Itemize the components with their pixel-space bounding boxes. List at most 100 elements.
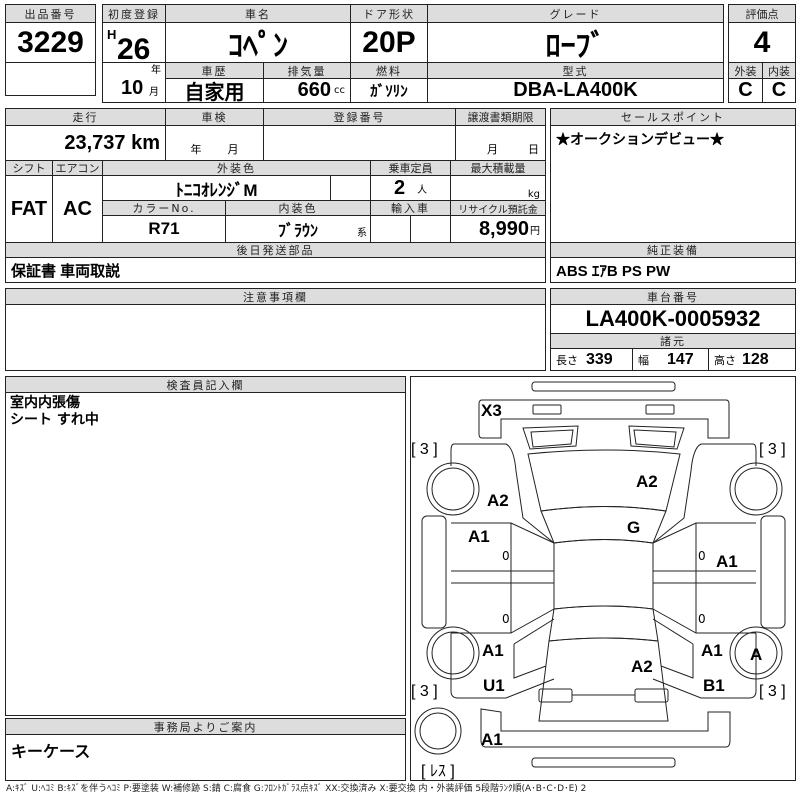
plate-label: 登録番号 — [263, 108, 456, 126]
history: 自家用 — [165, 78, 264, 103]
int-color-suffix: 系 — [357, 228, 367, 239]
inspector-line: 室内内張傷 — [10, 395, 80, 411]
damage-mark: A2 — [631, 657, 653, 676]
ext-color: ﾄﾆｺｵﾚﾝｼﾞM — [102, 175, 331, 201]
inspector-line: シート すれ中 — [10, 412, 99, 428]
car-name-label: 車名 — [165, 4, 351, 23]
ac-label: エアコン — [52, 160, 103, 176]
reg-year: 26 — [117, 33, 151, 66]
damage-mark: A1 — [468, 527, 490, 546]
interior-label: 内装 — [762, 62, 796, 79]
int-color-label: 内装色 — [225, 200, 371, 216]
sales-point-label: セールスポイント — [550, 108, 796, 126]
inspection-cell: 年月 — [165, 125, 264, 161]
first-reg-cell: H 26 年 10 月 — [102, 22, 166, 103]
car-name: ｺﾍﾟﾝ — [165, 22, 351, 63]
tire-tread: [ 3 ] — [411, 683, 438, 700]
color-no-label: カラーNo. — [102, 200, 226, 216]
fuel: ｶﾞｿﾘﾝ — [350, 78, 428, 103]
import-label: 輸入車 — [370, 200, 451, 216]
tire-tread: [ 3 ] — [759, 683, 786, 700]
month-unit: 月 — [149, 87, 159, 98]
office-label: 事務局よりご案内 — [5, 718, 406, 735]
length-label: 長さ — [556, 353, 578, 367]
inspector-label: 検査員記入欄 — [5, 376, 406, 393]
grade: ﾛｰﾌﾞ — [427, 22, 724, 63]
car-damage-diagram: X3 A2 A2 G A1 A1 A1 U1 A1 B1 A A2 A1 [ 3… — [410, 376, 796, 781]
grade-label: グレード — [427, 4, 724, 23]
day-unit: 日 — [528, 143, 539, 156]
mileage-label: 走行 — [5, 108, 166, 126]
exterior-grade: C — [728, 78, 763, 103]
damage-mark: A1 — [481, 730, 503, 749]
capacity-unit: 人 — [417, 184, 428, 196]
lot-blank — [5, 62, 96, 96]
ext-color-blank — [330, 175, 371, 201]
length-cell: 長さ 339 — [550, 348, 633, 371]
capacity: 2 — [393, 176, 406, 199]
recycle-label: リサイクル預託金 — [450, 200, 546, 216]
max-load-unit: kg — [450, 175, 546, 201]
import-cell-a — [370, 215, 411, 243]
door-zero: 0 — [502, 612, 510, 626]
capacity-label: 乗車定員 — [370, 160, 451, 176]
damage-mark: A2 — [636, 472, 658, 491]
chassis-number: LA400K-0005932 — [550, 304, 796, 334]
damage-mark: A1 — [716, 552, 738, 571]
model-label: 型式 — [427, 62, 724, 79]
equipment: ABS ｴｱB PS PW — [550, 257, 796, 283]
door-zero: 0 — [698, 549, 706, 563]
width-label: 幅 — [638, 353, 649, 367]
damage-mark: B1 — [703, 676, 725, 695]
displacement: 660 — [297, 79, 331, 101]
tire-tread: [ 3 ] — [411, 441, 438, 458]
inspector-notes: 室内内張傷 シート すれ中 — [5, 392, 406, 716]
mileage: 23,737 km — [5, 125, 166, 161]
tire-tread: [ 3 ] — [759, 441, 786, 458]
score-value: 4 — [728, 22, 796, 63]
damage-mark: A — [750, 645, 763, 664]
recycle-fee: 8,990 — [478, 217, 529, 240]
ext-color-label: 外装色 — [102, 160, 371, 176]
car-outline — [414, 381, 786, 768]
shift: FAT — [5, 175, 53, 243]
office-note: キーケース — [5, 734, 406, 781]
door-label: ドア形状 — [350, 4, 428, 23]
plate-cell — [263, 125, 456, 161]
later-parts-label: 後日発送部品 — [5, 242, 546, 258]
legend: A:ｷｽﾞ U:ﾍｺﾐ B:ｷｽﾞを伴うﾍｺﾐ P:要塗装 W:補修跡 S:錆 … — [6, 784, 587, 794]
length-value: 339 — [586, 350, 613, 368]
shift-label: シフト — [5, 160, 53, 176]
year-unit: 年 — [190, 143, 202, 156]
import-cell-b — [410, 215, 451, 243]
displacement-unit: cc — [334, 85, 345, 96]
transfer-cell: 月日 — [455, 125, 546, 161]
damage-mark: U1 — [483, 676, 505, 695]
damage-mark: A1 — [701, 641, 723, 660]
int-color: ﾌﾞﾗｳﾝ — [277, 223, 318, 240]
color-no: R71 — [102, 215, 226, 243]
chassis-label: 車台番号 — [550, 288, 796, 305]
damage-mark: G — [627, 518, 641, 537]
year-unit: 年 — [151, 65, 161, 76]
model: DBA-LA400K — [427, 78, 724, 103]
lot-label: 出品番号 — [5, 4, 96, 23]
transfer-label: 譲渡書類期限 — [455, 108, 546, 126]
later-parts: 保証書 車両取説 — [5, 257, 546, 283]
damage-mark: X3 — [481, 401, 502, 420]
spec-label: 諸元 — [550, 333, 796, 349]
era: H — [107, 27, 117, 42]
interior-grade: C — [762, 78, 796, 103]
notes-area — [5, 304, 546, 371]
int-color-cell: ﾌﾞﾗｳﾝ 系 — [225, 215, 371, 243]
score-label: 評価点 — [728, 4, 796, 23]
damage-mark: A1 — [482, 641, 504, 660]
height-value: 128 — [742, 350, 769, 368]
damage-mark: A2 — [487, 491, 509, 510]
door-zero: 0 — [698, 612, 706, 626]
